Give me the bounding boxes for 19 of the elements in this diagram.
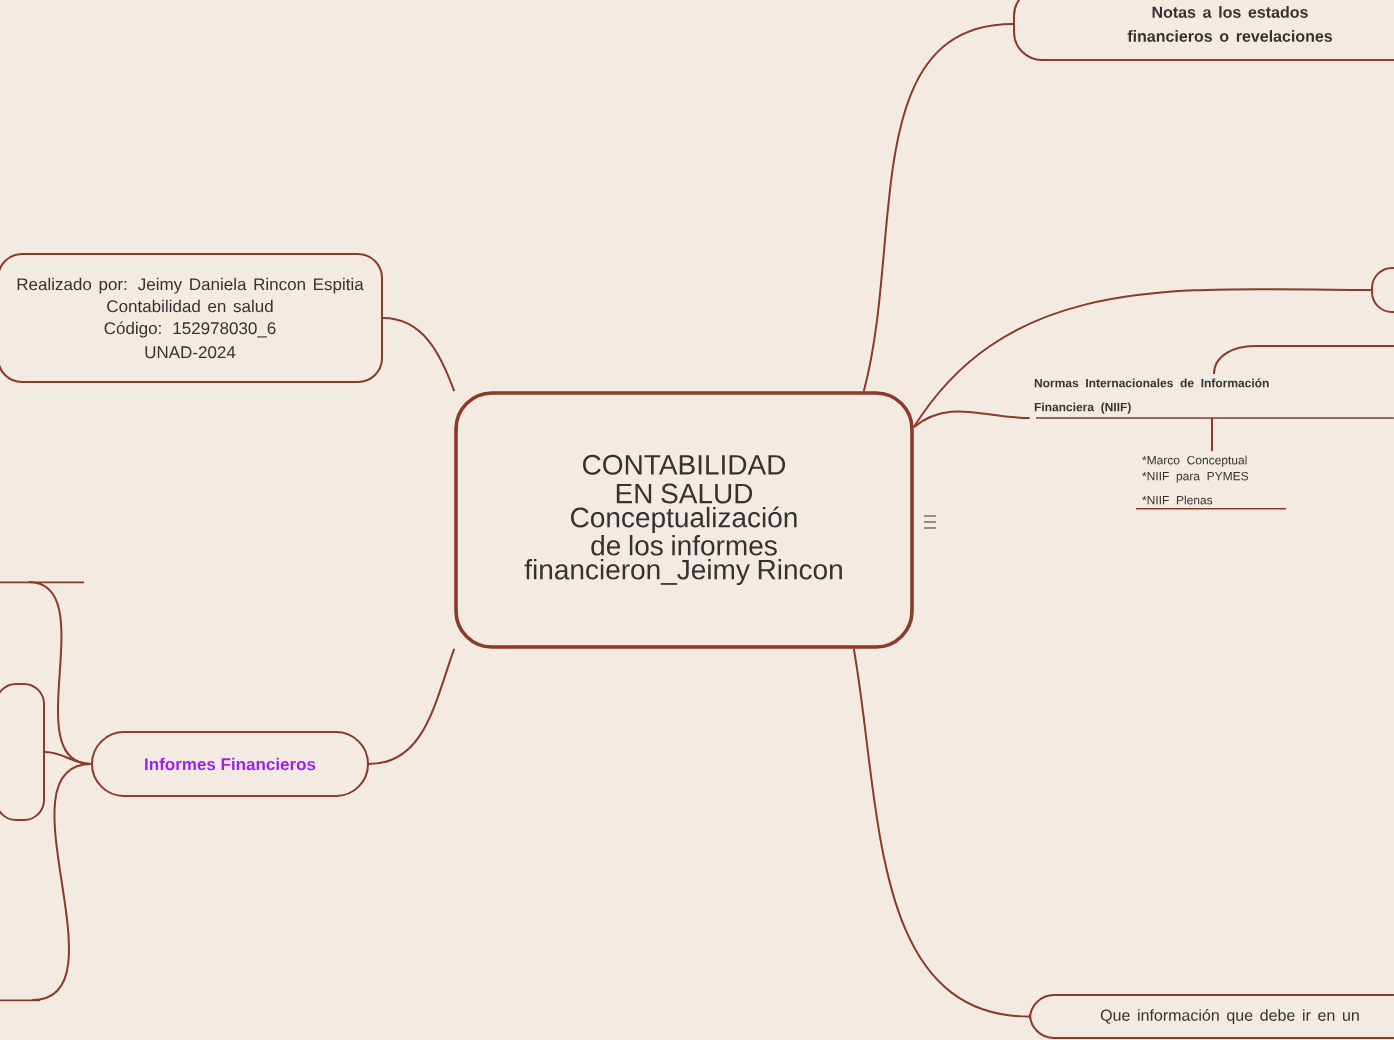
connector <box>912 288 1372 429</box>
topic-box <box>1371 267 1394 313</box>
connector <box>368 647 456 765</box>
info-box: Realizado por: Jeimy Daniela Rincon Espitia Contabilidad en salud Código: 152978030_6 UNAD-2024 <box>0 253 383 383</box>
topic-box: Informes Financieros <box>91 731 369 797</box>
branch-line <box>0 999 41 1002</box>
topic-box: Que información que debe ir en un <box>1029 994 1394 1040</box>
connector <box>862 23 1014 393</box>
connector <box>382 317 456 393</box>
branch-line <box>0 581 85 584</box>
topic-box <box>0 683 45 821</box>
connector <box>852 647 1030 1018</box>
topic-box: Notas a los estados financieros o revelaciones <box>1013 0 1394 61</box>
connector <box>1213 344 1394 375</box>
connector <box>912 410 1031 429</box>
connector <box>44 751 92 765</box>
connector <box>1211 417 1213 453</box>
connector <box>31 763 92 1001</box>
topic-box: CONTABILIDAD EN SALUD Conceptualización de los informes financieron_Jeimy Rincon <box>454 391 914 649</box>
